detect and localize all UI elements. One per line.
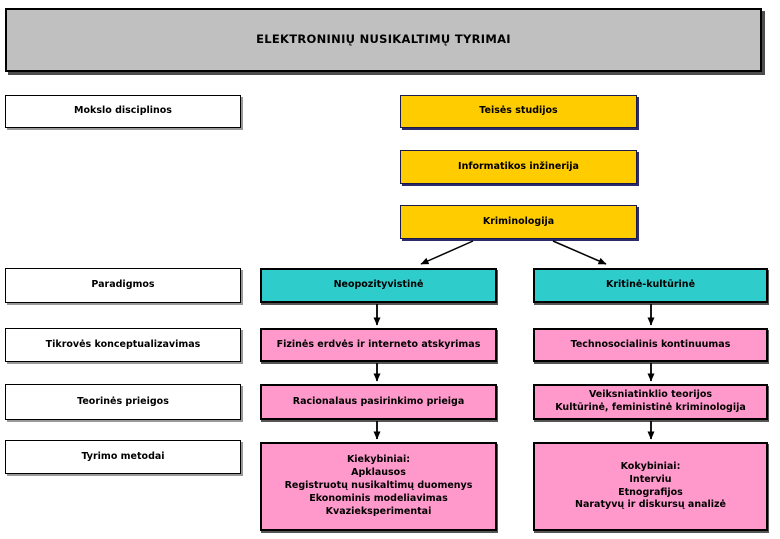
discipline-informatikos-inzinerija: Informatikos inžinerija	[400, 150, 637, 184]
paradigm-neopozityvistine: Neopozityvistinė	[260, 268, 497, 303]
row-label-tikroves-konceptualizavimas: Tikrovės konceptualizavimas	[5, 328, 241, 362]
arrow-kriminologija-to-kritine-kulturine	[552, 240, 607, 265]
methods-kokybiniai: Kokybiniai: Interviu Etnografijos Naraty…	[533, 442, 768, 531]
arrow-kriminologija-to-neopozityvistine	[420, 240, 474, 265]
conceptualization-technosocialinis: Technosocialinis kontinuumas	[533, 328, 768, 362]
approach-racionalaus-pasirinkimo: Racionalaus pasirinkimo prieiga	[260, 384, 497, 420]
row-label-tyrimo-metodai: Tyrimo metodai	[5, 440, 241, 474]
discipline-kriminologija: Kriminologija	[400, 205, 637, 239]
methods-kiekybiniai: Kiekybiniai: Apklausos Registruotų nusik…	[260, 442, 497, 531]
conceptualization-fizines-erdves: Fizinės erdvės ir interneto atskyrimas	[260, 328, 497, 362]
row-label-teorines-prieigos: Teorinės prieigos	[5, 384, 241, 420]
approach-veiksniatinklio: Veiksniatinklio teorijos Kultūrinė, femi…	[533, 384, 768, 420]
diagram-title: ELEKTRONINIŲ NUSIKALTIMŲ TYRIMAI	[5, 8, 762, 72]
paradigm-kritine-kulturine: Kritinė-kultūrinė	[533, 268, 768, 303]
discipline-teises-studijos: Teisės studijos	[400, 95, 637, 128]
row-label-paradigmos: Paradigmos	[5, 268, 241, 303]
row-label-mokslo-disciplinos: Mokslo disciplinos	[5, 95, 241, 128]
